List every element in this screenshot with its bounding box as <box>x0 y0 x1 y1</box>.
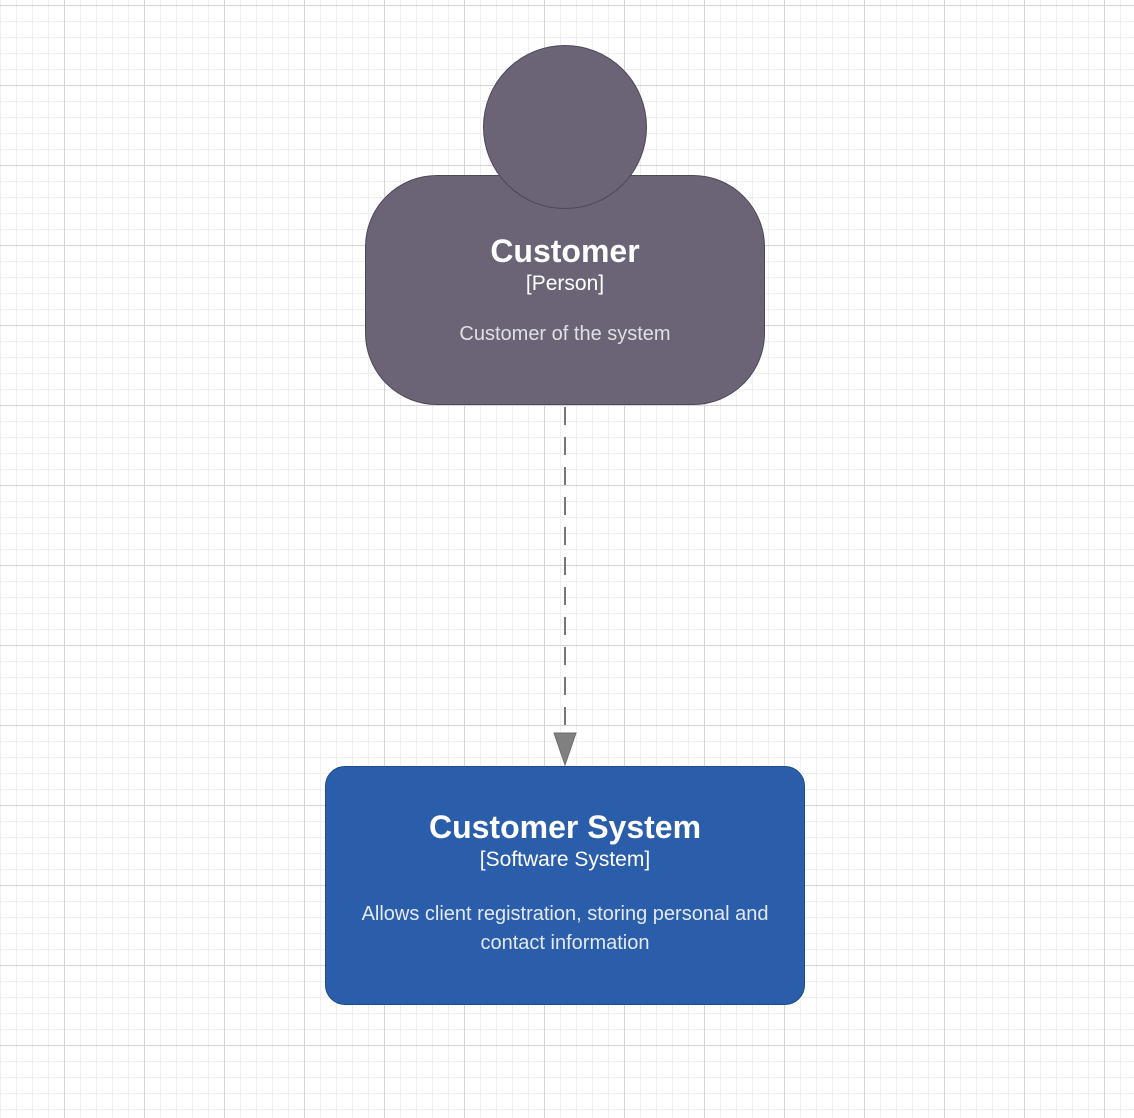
software-system-label: Customer System [Software System] Allows… <box>325 808 805 958</box>
person-type: [Person] <box>525 272 605 295</box>
system-type: [Software System] <box>479 848 651 871</box>
person-title: Customer <box>490 233 640 269</box>
system-description: Allows client registration, storing pers… <box>361 903 769 954</box>
person-shape-head[interactable] <box>483 45 647 209</box>
arrow-head-icon <box>553 732 577 767</box>
person-label: Customer [Person] Customer of the system <box>365 232 765 349</box>
software-system-box[interactable] <box>325 766 805 1005</box>
system-title: Customer System <box>428 809 702 845</box>
person-description: Customer of the system <box>459 323 671 345</box>
person-shape-body[interactable] <box>365 175 765 405</box>
